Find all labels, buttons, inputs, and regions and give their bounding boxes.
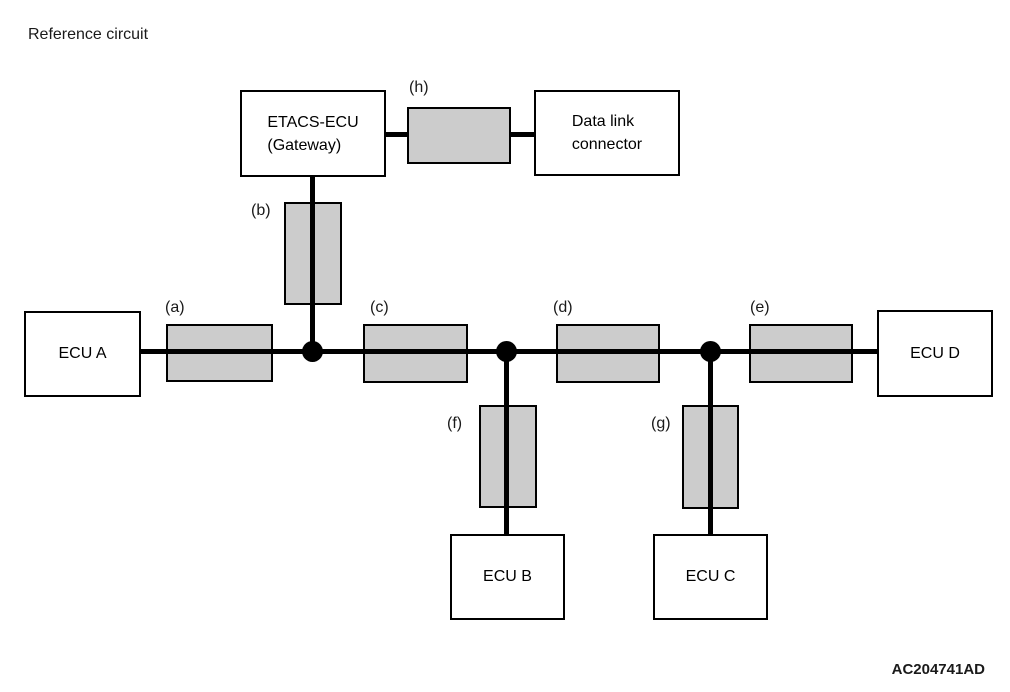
- node-label: ECU B: [483, 568, 532, 585]
- node-ecu-d: ECU D: [877, 310, 993, 397]
- junction-dot-1: [302, 341, 323, 362]
- branch-wire-b: [310, 176, 315, 354]
- link-wire-h-left: [385, 132, 407, 137]
- node-label: ECU D: [910, 344, 960, 362]
- segment-label-b: (b): [251, 202, 271, 219]
- segment-label-c: (c): [370, 299, 389, 316]
- segment-label-d: (d): [553, 299, 573, 316]
- figure-code: AC204741AD: [891, 661, 985, 678]
- diagram-title: Reference circuit: [28, 26, 149, 43]
- node-label-line1: ETACS-ECU: [267, 113, 359, 131]
- node-ecu-b: ECU B: [450, 534, 565, 620]
- node-label-line2: connector: [571, 136, 643, 153]
- node-ecu-c: ECU C: [653, 534, 768, 620]
- node-label-line1: Data link: [571, 113, 635, 130]
- junction-dot-2: [496, 341, 517, 362]
- junction-dot-3: [700, 341, 721, 362]
- node-label: Data link connector: [572, 110, 642, 156]
- node-ecu-a: ECU A: [24, 311, 141, 397]
- node-etacs-ecu-gateway: ETACS-ECU (Gateway): [240, 90, 386, 177]
- segment-label-e: (e): [750, 299, 770, 316]
- node-data-link-connector: Data link connector: [534, 90, 680, 176]
- branch-wire-f: [504, 351, 509, 535]
- node-label: ECU A: [58, 345, 107, 362]
- branch-wire-g: [708, 351, 713, 535]
- node-label: ETACS-ECU (Gateway): [267, 111, 358, 157]
- segment-label-g: (g): [651, 415, 671, 432]
- node-label-line2: (Gateway): [267, 136, 342, 154]
- link-wire-h-right: [510, 132, 535, 137]
- segment-label-a: (a): [165, 299, 185, 316]
- connector-block-h: [407, 107, 511, 164]
- segment-label-f: (f): [447, 415, 463, 432]
- node-label: ECU C: [685, 568, 736, 585]
- segment-label-h: (h): [409, 79, 429, 96]
